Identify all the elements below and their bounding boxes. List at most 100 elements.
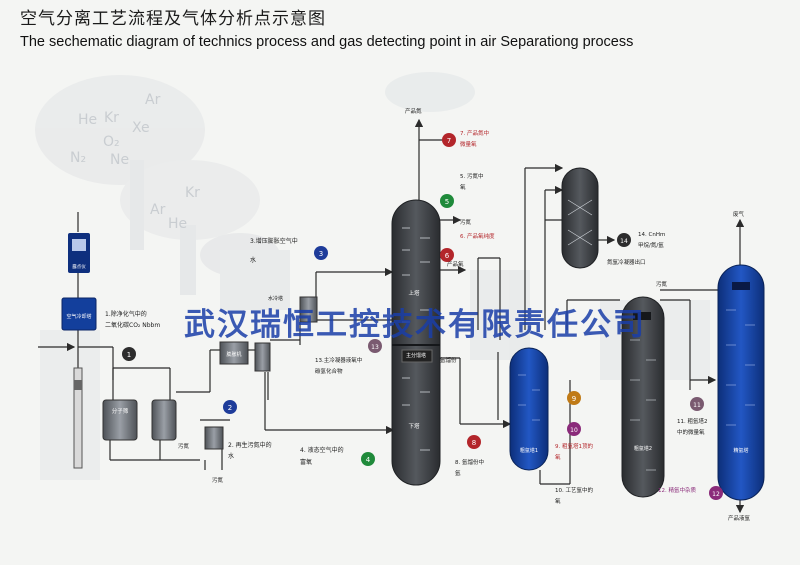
svg-text:12: 12 — [712, 491, 720, 498]
svg-text:粗氩塔1: 粗氩塔1 — [520, 447, 538, 454]
svg-text:8. 氩馏份中: 8. 氩馏份中 — [455, 458, 484, 466]
svg-text:Kr: Kr — [185, 185, 200, 201]
svg-text:1: 1 — [127, 351, 131, 359]
title-chinese: 空气分离工艺流程及气体分析点示意图 — [20, 9, 326, 29]
svg-text:1.除净化气中的: 1.除净化气中的 — [105, 310, 147, 318]
svg-text:He: He — [168, 216, 187, 232]
svg-text:中的微量氧: 中的微量氧 — [677, 428, 705, 436]
crude-argon-column-1: 粗氩塔1 — [509, 347, 549, 471]
svg-text:9. 粗氩塔1顶的: 9. 粗氩塔1顶的 — [555, 442, 593, 450]
svg-text:3.增压膨胀空气中: 3.增压膨胀空气中 — [250, 237, 298, 245]
point-4: 4 4. 液态空气中的 富氧 — [300, 446, 375, 466]
svg-text:下塔: 下塔 — [408, 422, 420, 430]
point-2: 2 2. 再生污氮中的 水 — [223, 400, 272, 460]
svg-text:Xe: Xe — [132, 120, 150, 136]
svg-text:5. 污氮中: 5. 污氮中 — [460, 172, 484, 180]
svg-text:上塔: 上塔 — [408, 289, 420, 297]
svg-text:氮氩冷凝器出口: 氮氩冷凝器出口 — [607, 258, 646, 266]
point-11: 11 11. 粗氩塔2 中的微量氧 — [677, 397, 708, 436]
svg-text:氩馏份: 氩馏份 — [440, 356, 457, 364]
svg-text:水: 水 — [228, 452, 234, 460]
svg-text:14: 14 — [620, 238, 628, 245]
svg-text:6. 产品氧纯度: 6. 产品氧纯度 — [460, 232, 495, 240]
svg-text:4: 4 — [366, 456, 371, 464]
point-7: 7 7. 产品氮中 微量氧 — [442, 129, 489, 148]
svg-text:水冷塔: 水冷塔 — [268, 295, 283, 302]
svg-text:富氧: 富氧 — [300, 458, 312, 466]
analyzer-unit: 露点仪 — [68, 233, 90, 273]
svg-text:8: 8 — [472, 439, 476, 447]
svg-text:N₂: N₂ — [70, 150, 86, 166]
point-10: 10 10. 工艺氩中的 氧 — [555, 422, 593, 505]
svg-text:产品氧: 产品氧 — [447, 260, 464, 268]
point-8: 8 8. 氩馏份中 氩 — [455, 435, 484, 477]
svg-text:露点仪: 露点仪 — [72, 264, 86, 270]
instrument-pole — [73, 367, 83, 469]
svg-text:2: 2 — [228, 404, 232, 412]
pipe-network — [38, 118, 745, 514]
svg-text:氧: 氧 — [555, 453, 561, 461]
svg-text:污氮: 污氮 — [212, 476, 224, 484]
svg-text:14. CnHm: 14. CnHm — [638, 232, 665, 238]
svg-text:水: 水 — [250, 256, 256, 264]
svg-text:甲烷/氮/氩: 甲烷/氮/氩 — [638, 241, 664, 249]
company-watermark: 武汉瑞恒工控技术有限责任公司 — [184, 307, 646, 343]
svg-text:11: 11 — [693, 402, 701, 409]
svg-text:Ar: Ar — [145, 92, 161, 108]
svg-text:11. 粗氩塔2: 11. 粗氩塔2 — [677, 417, 708, 425]
point-13: 13 13.主冷凝器液氧中 碳氢化合物 — [315, 339, 382, 375]
svg-text:13.主冷凝器液氧中: 13.主冷凝器液氧中 — [315, 356, 362, 364]
svg-text:Ar: Ar — [150, 202, 166, 218]
svg-text:产品液氩: 产品液氩 — [728, 514, 751, 522]
mol-sieve-vessels: 分子筛 — [102, 399, 177, 441]
svg-text:O₂: O₂ — [103, 134, 120, 150]
svg-text:9: 9 — [572, 395, 576, 403]
point-6: 6 6. 产品氧纯度 — [440, 232, 495, 262]
svg-text:3: 3 — [319, 250, 323, 258]
regenerator-unit — [204, 426, 224, 450]
water-cooler-unit: 水冷塔 — [268, 295, 318, 323]
svg-text:Kr: Kr — [104, 110, 119, 126]
svg-text:氩: 氩 — [455, 469, 461, 477]
svg-text:污氮: 污氮 — [178, 442, 190, 450]
point-14: 14 14. CnHm 甲烷/氮/氩 — [617, 232, 665, 249]
stream-labels: 产品氮 污氮 产品氧 氩馏份 污氮 污氮 氮氩冷凝器出口 废气 产品液氩 污氮 — [178, 107, 751, 522]
svg-text:污氮: 污氮 — [656, 280, 668, 288]
expander-unit: 膨胀机 — [219, 341, 271, 372]
svg-text:微量氧: 微量氧 — [460, 140, 477, 148]
svg-text:分子筛: 分子筛 — [112, 407, 129, 415]
svg-text:空气冷却塔: 空气冷却塔 — [66, 313, 91, 320]
svg-text:12. 精氩中杂质: 12. 精氩中杂质 — [658, 486, 696, 494]
background-gas-symbols: He Kr Ar Xe O₂ N₂ Ne Kr Ar He — [70, 92, 200, 232]
svg-text:Ne: Ne — [110, 152, 129, 168]
svg-text:10. 工艺氩中的: 10. 工艺氩中的 — [555, 486, 593, 494]
svg-text:5: 5 — [445, 198, 449, 206]
svg-text:7: 7 — [447, 137, 451, 145]
title-english: The sechematic diagram of technics proce… — [20, 34, 634, 50]
point-9: 9 9. 粗氩塔1顶的 氧 — [555, 391, 593, 461]
svg-text:氧: 氧 — [460, 183, 466, 191]
svg-text:13: 13 — [371, 344, 379, 351]
analysis-points: 1 1.除净化气中的 二氧化碳CO₂ Nbbm 2 2. 再生污氮中的 水 3 … — [105, 129, 723, 505]
pure-argon-column: 精氩塔 — [717, 264, 765, 501]
svg-text:精氩塔: 精氩塔 — [733, 447, 748, 454]
svg-text:主分馏塔: 主分馏塔 — [406, 352, 426, 359]
svg-text:10: 10 — [570, 427, 578, 434]
svg-text:氧: 氧 — [555, 497, 561, 505]
svg-text:污氮: 污氮 — [460, 218, 472, 226]
point-12: 12 12. 精氩中杂质 — [658, 486, 723, 500]
crude-argon-column-2: 粗氩塔2 — [621, 296, 665, 498]
svg-text:6: 6 — [445, 252, 450, 260]
svg-text:产品氮: 产品氮 — [405, 107, 422, 115]
svg-text:废气: 废气 — [733, 210, 745, 218]
svg-text:7. 产品氮中: 7. 产品氮中 — [460, 129, 489, 137]
svg-text:二氧化碳CO₂ Nbbm: 二氧化碳CO₂ Nbbm — [105, 321, 160, 329]
background-art — [35, 72, 710, 480]
svg-text:4. 液态空气中的: 4. 液态空气中的 — [300, 446, 344, 454]
argon-condenser-column — [561, 167, 599, 269]
svg-text:膨胀机: 膨胀机 — [226, 351, 241, 358]
point-5: 5 5. 污氮中 氧 — [440, 172, 484, 208]
point-3: 3 3.增压膨胀空气中 水 — [250, 237, 328, 264]
